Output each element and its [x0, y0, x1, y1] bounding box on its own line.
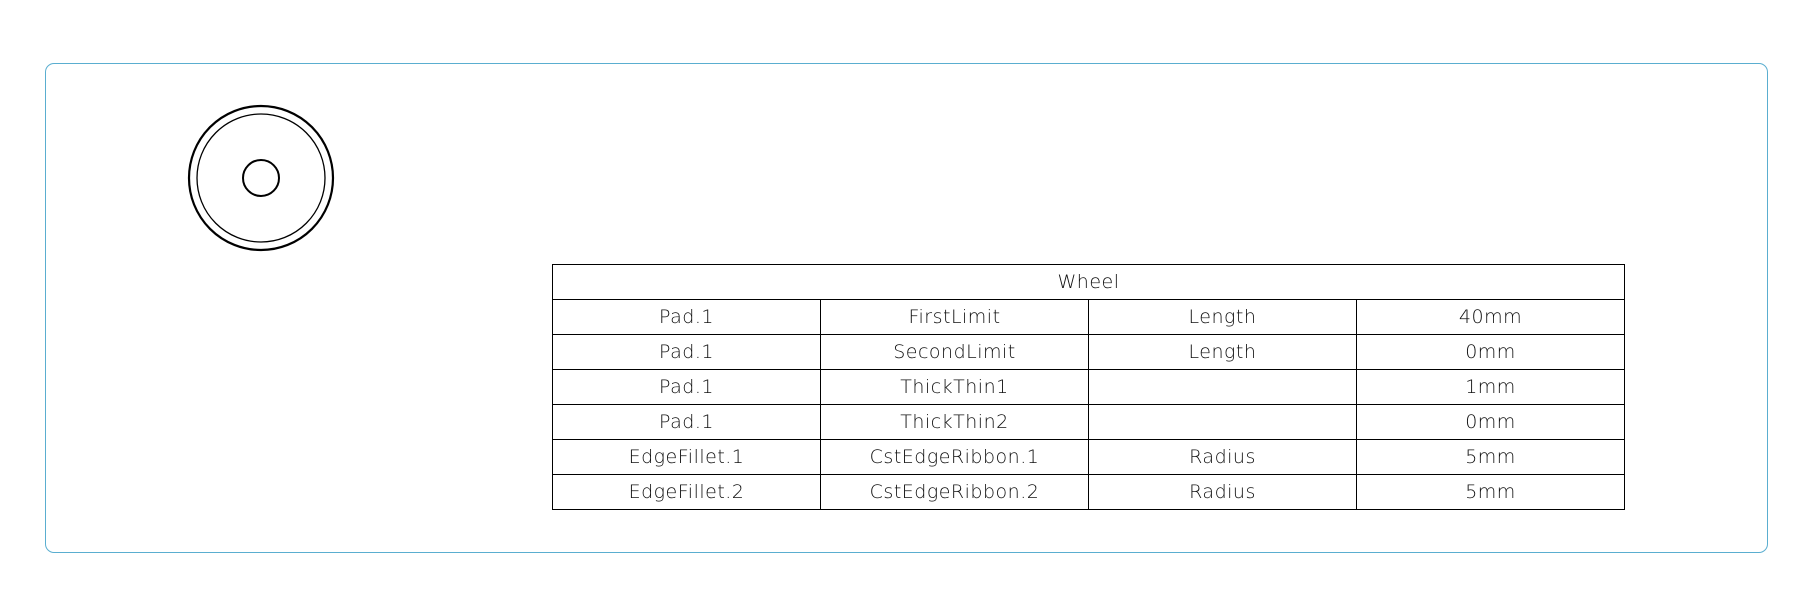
wheel-front-view	[187, 104, 335, 252]
wheel-hub-circle	[242, 159, 280, 197]
value-cell: 1mm	[1356, 369, 1625, 405]
table-title: Wheel	[552, 264, 1625, 300]
feature-cell: EdgeFillet.2	[552, 474, 821, 510]
parameter-cell: ThickThin1	[820, 369, 1089, 405]
parameter-cell: CstEdgeRibbon.2	[820, 474, 1089, 510]
table-row: EdgeFillet.1 CstEdgeRibbon.1 Radius 5mm	[552, 439, 1625, 475]
table-row: Pad.1 ThickThin1 1mm	[552, 369, 1625, 405]
type-cell	[1088, 404, 1357, 440]
parameter-cell: FirstLimit	[820, 299, 1089, 335]
value-cell: 0mm	[1356, 334, 1625, 370]
feature-cell: Pad.1	[552, 299, 821, 335]
parameter-cell: ThickThin2	[820, 404, 1089, 440]
table-row: Pad.1 FirstLimit Length 40mm	[552, 299, 1625, 335]
parameter-cell: SecondLimit	[820, 334, 1089, 370]
table-row: EdgeFillet.2 CstEdgeRibbon.2 Radius 5mm	[552, 474, 1625, 510]
value-cell: 5mm	[1356, 439, 1625, 475]
value-cell: 40mm	[1356, 299, 1625, 335]
parameter-table: Wheel Pad.1 FirstLimit Length 40mm Pad.1…	[552, 264, 1625, 510]
type-cell: Length	[1088, 299, 1357, 335]
table-row: Pad.1 ThickThin2 0mm	[552, 404, 1625, 440]
value-cell: 0mm	[1356, 404, 1625, 440]
table-title-row: Wheel	[552, 264, 1625, 300]
type-cell: Length	[1088, 334, 1357, 370]
wheel-outer-circle	[187, 104, 335, 252]
table-row: Pad.1 SecondLimit Length 0mm	[552, 334, 1625, 370]
wheel-fillet-circle	[196, 113, 326, 243]
drawing-frame	[45, 63, 1768, 553]
value-cell: 5mm	[1356, 474, 1625, 510]
feature-cell: Pad.1	[552, 334, 821, 370]
parameter-table-body: Wheel Pad.1 FirstLimit Length 40mm Pad.1…	[552, 264, 1625, 510]
type-cell: Radius	[1088, 439, 1357, 475]
feature-cell: Pad.1	[552, 404, 821, 440]
feature-cell: Pad.1	[552, 369, 821, 405]
feature-cell: EdgeFillet.1	[552, 439, 821, 475]
type-cell	[1088, 369, 1357, 405]
parameter-cell: CstEdgeRibbon.1	[820, 439, 1089, 475]
type-cell: Radius	[1088, 474, 1357, 510]
